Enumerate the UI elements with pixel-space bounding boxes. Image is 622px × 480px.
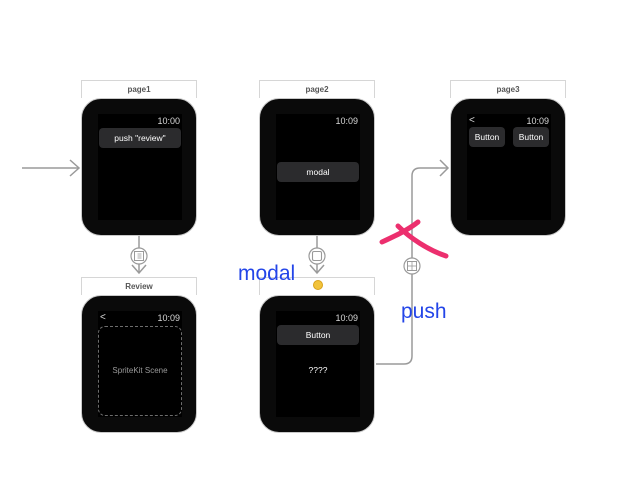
initial-entry-arrow xyxy=(22,159,81,177)
annotation-push: push xyxy=(401,300,447,323)
right-button[interactable]: Button xyxy=(513,127,549,147)
segue-modal-to-page3[interactable] xyxy=(376,159,450,365)
scene-title: Review xyxy=(81,277,197,295)
scene-modal[interactable]: 10:09 Button ???? xyxy=(259,277,375,433)
scene-title: page1 xyxy=(81,80,197,98)
cross-mark-icon xyxy=(379,219,449,259)
push-review-button[interactable]: push "review" xyxy=(99,128,181,148)
annotation-modal: modal xyxy=(238,262,296,285)
scene-page2[interactable]: page2 10:09 modal xyxy=(259,80,375,236)
scene-page3[interactable]: page3 < 10:09 Button Button xyxy=(450,80,566,236)
watch-frame: 10:09 modal xyxy=(259,98,375,236)
modal-scene-button[interactable]: Button xyxy=(277,325,359,345)
scene-title: page2 xyxy=(259,80,375,98)
back-chevron-icon[interactable]: < xyxy=(100,312,106,323)
segue-page2-to-modal[interactable] xyxy=(308,236,326,275)
status-time: 10:09 xyxy=(335,313,358,323)
watch-frame: < 10:09 Button Button xyxy=(450,98,566,236)
watch-screen: 10:09 modal xyxy=(276,114,360,220)
placeholder-label: ???? xyxy=(308,365,328,375)
spritekit-scene-placeholder[interactable]: SpriteKit Scene xyxy=(98,326,182,416)
warning-icon[interactable] xyxy=(313,280,323,290)
back-chevron-icon[interactable]: < xyxy=(469,115,475,126)
status-time: 10:09 xyxy=(335,116,358,126)
segue-page1-to-review[interactable] xyxy=(130,236,148,275)
watch-screen: < 10:09 Button Button xyxy=(467,114,551,220)
scene-review[interactable]: Review < 10:09 SpriteKit Scene xyxy=(81,277,197,433)
status-time: 10:09 xyxy=(526,116,549,126)
watch-frame: 10:00 push "review" xyxy=(81,98,197,236)
scene-title: page3 xyxy=(450,80,566,98)
watch-frame: < 10:09 SpriteKit Scene xyxy=(81,295,197,433)
scene-page1[interactable]: page1 10:00 push "review" xyxy=(81,80,197,236)
status-time: 10:00 xyxy=(157,116,180,126)
watch-frame: 10:09 Button ???? xyxy=(259,295,375,433)
modal-button[interactable]: modal xyxy=(277,162,359,182)
left-button[interactable]: Button xyxy=(469,127,505,147)
watch-screen: 10:00 push "review" xyxy=(98,114,182,220)
watch-screen: 10:09 Button ???? xyxy=(276,311,360,417)
watch-screen: < 10:09 SpriteKit Scene xyxy=(98,311,182,417)
status-time: 10:09 xyxy=(157,313,180,323)
